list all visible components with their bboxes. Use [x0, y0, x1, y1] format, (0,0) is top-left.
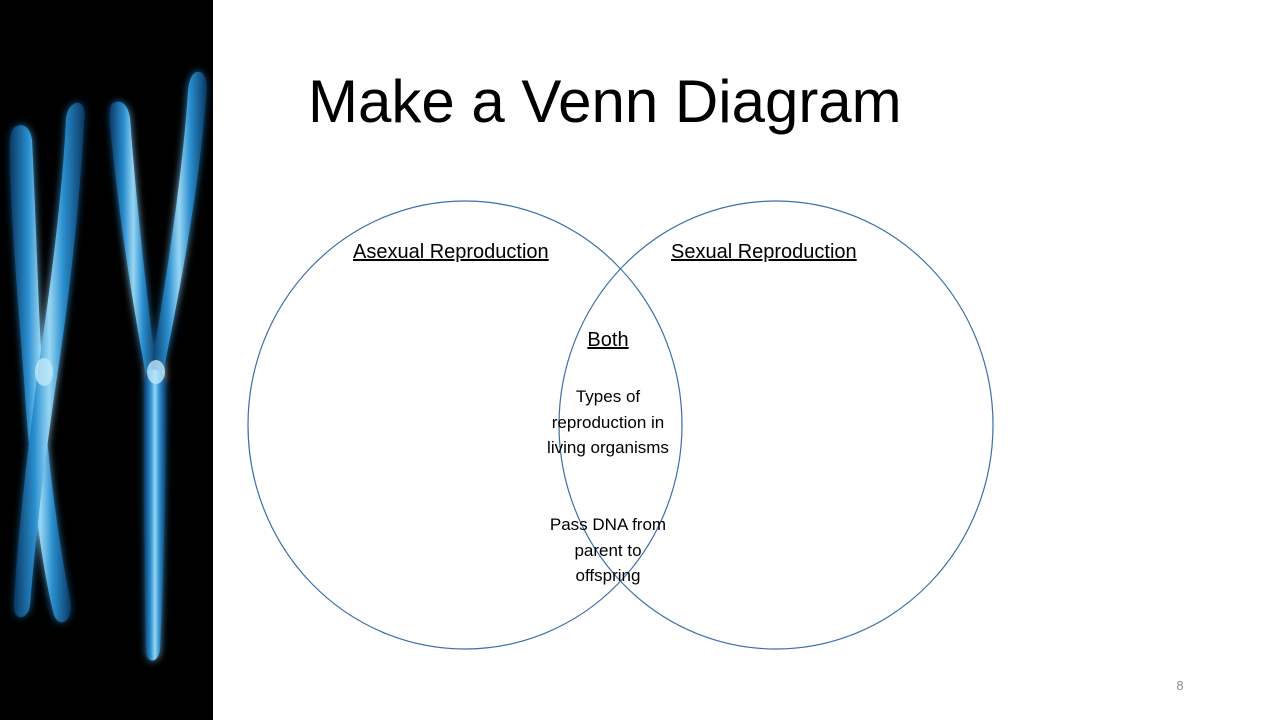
chromosome-image — [0, 0, 213, 720]
right-circle — [558, 200, 994, 650]
page-number: 8 — [1176, 678, 1184, 693]
overlap-item: Types of reproduction in living organism… — [547, 387, 669, 457]
x-chromosome — [10, 102, 85, 623]
slide-title: Make a Venn Diagram — [308, 68, 902, 135]
right-circle-label: Sexual Reproduction — [671, 241, 857, 263]
overlap-label: Both — [587, 329, 629, 351]
left-circle-label: Asexual Reproduction — [353, 241, 549, 263]
y-chromosome — [109, 71, 207, 661]
xy-chromosome-illustration — [0, 0, 213, 720]
overlap-item: Pass DNA from parent to offspring — [549, 515, 667, 585]
left-circle — [247, 200, 683, 650]
